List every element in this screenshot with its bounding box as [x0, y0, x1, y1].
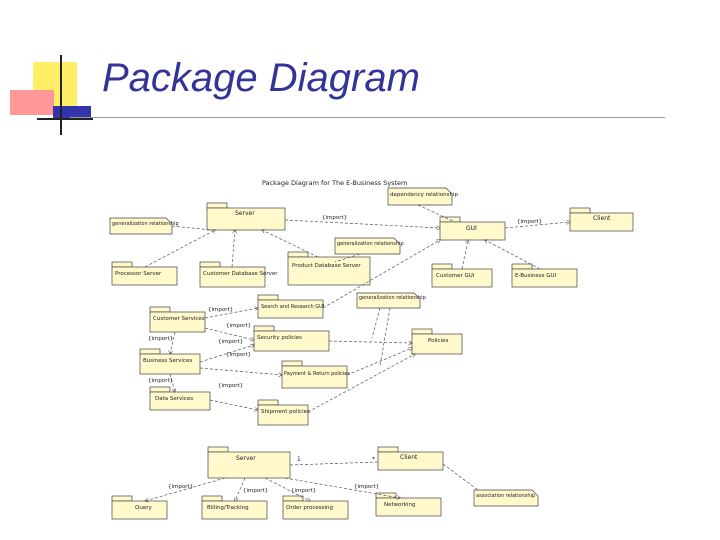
package-networking: Networking [375, 492, 442, 517]
package-label: Client [400, 454, 418, 461]
edge-label: {import} [218, 339, 243, 345]
package-label: Processor Server [115, 271, 162, 277]
svg-text:generalization relationship: generalization relationship [112, 221, 179, 227]
package-gui: GUI [439, 216, 506, 241]
package-label: Data Services [155, 396, 193, 402]
package-label: Order processing [286, 505, 333, 511]
package-label: Client [593, 215, 611, 222]
svg-text:association relationship: association relationship [476, 493, 535, 499]
edge-label: {import} [322, 215, 347, 221]
package-label: Networking [384, 502, 415, 508]
note-generalization-right: generalization relationship [356, 292, 426, 309]
package-search-research-gui: Search and Research GUI [257, 294, 324, 319]
relationship-lines [145, 204, 570, 501]
diagram-caption: Package Diagram for The E-Business Syste… [262, 179, 407, 187]
slide-title: Package Diagram [102, 56, 420, 100]
package-label: Payment & Return policies [284, 371, 350, 377]
edge-label: {import} [208, 307, 233, 313]
package-label: Customer Services [153, 316, 205, 322]
package-client-top: Client [569, 207, 634, 232]
package-server: Server [206, 202, 286, 231]
deco-horizontal-bar [37, 118, 93, 120]
edge-label: {import} [226, 323, 251, 329]
package-label: GUI [466, 225, 477, 232]
package-client-bottom: Client [377, 446, 444, 471]
package-data-services: Data Services [149, 386, 211, 411]
edge-label: {import} [168, 484, 193, 490]
package-order-processing: Order processing [282, 495, 349, 520]
package-ebusiness-gui: E-Business GUI [511, 263, 578, 288]
edge-labels: {import} {import} {import} {import} {imp… [148, 215, 542, 494]
package-label: Query [135, 505, 152, 511]
deco-pink-square [10, 90, 54, 115]
package-label: Server [236, 455, 256, 462]
package-customer-database-server: Customer Database Server [199, 261, 278, 288]
edge-label: {import} [226, 352, 251, 358]
package-label: Server [235, 210, 255, 217]
package-label: Billing/Tracking [207, 505, 249, 511]
package-shipment-policies: Shipment policies [257, 399, 310, 426]
multiplicity-label: 1 [297, 456, 301, 463]
deco-blue-square [53, 106, 91, 120]
package-label: Policies [428, 338, 448, 344]
package-policies: Policies [411, 328, 463, 355]
edge-label: {import} [354, 484, 379, 490]
edge-label: {import} [243, 488, 268, 494]
package-label: Security policies [257, 335, 302, 341]
package-label: E-Business GUI [515, 273, 557, 279]
package-label: Search and Research GUI [261, 304, 324, 310]
multiplicity-label: * [372, 456, 375, 463]
note-dependency: dependency relationship [387, 187, 458, 206]
package-query: Query [111, 495, 168, 520]
package-product-database-server: Product Database Server [287, 251, 371, 286]
note-generalization-left: generalization relationship [109, 217, 179, 235]
package-payment-return-policies: Payment & Return policies [281, 360, 350, 389]
package-server-bottom: Server [207, 446, 291, 479]
package-label: Customer GUI [436, 273, 475, 279]
package-billing-tracking: Billing/Tracking [201, 495, 268, 520]
edge-label: {import} [517, 219, 542, 225]
package-label: Shipment policies [261, 409, 310, 415]
deco-vertical-bar [60, 55, 62, 135]
note-association: association relationship [473, 489, 539, 507]
svg-text:generalization relationship: generalization relationship [337, 241, 404, 247]
svg-text:generalization relationship: generalization relationship [359, 295, 426, 301]
svg-text:dependency relationship: dependency relationship [390, 192, 458, 198]
package-customer-services: Customer Services [149, 306, 206, 333]
edge-label: {import} [218, 383, 243, 389]
edge-label: {import} [291, 488, 316, 494]
package-security-policies: Security policies [253, 325, 330, 352]
title-divider [70, 117, 665, 118]
edge-label: {import} [148, 378, 173, 384]
edge-label: {import} [148, 336, 173, 342]
package-label: Customer Database Server [203, 271, 278, 277]
package-label: Business Services [143, 358, 192, 364]
package-label: Product Database Server [292, 263, 361, 269]
package-processor-server: Processor Server [111, 261, 178, 286]
note-generalization-mid: generalization relationship [334, 237, 404, 255]
